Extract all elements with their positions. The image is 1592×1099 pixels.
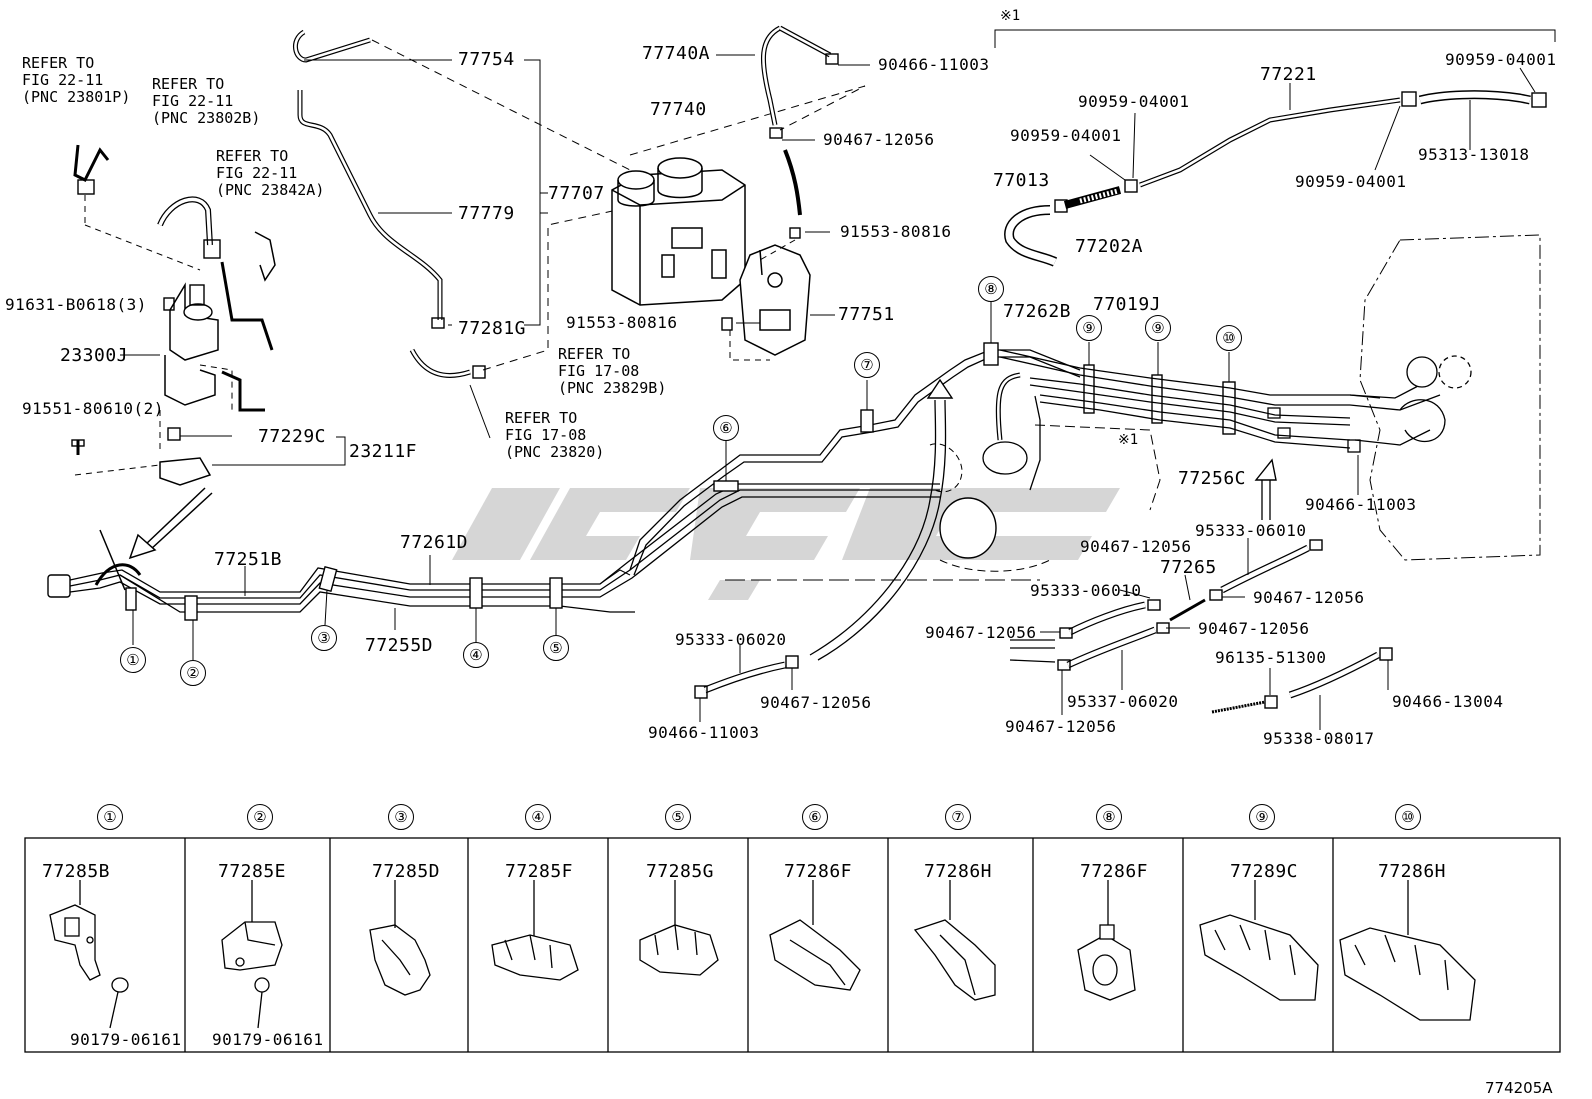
part-77019j[interactable]: 77019J [1093,294,1162,315]
part-90959-04001-d[interactable]: 90959-04001 [1295,172,1407,191]
note-mark-1: ※1 [1000,8,1021,24]
part-91631-b0618[interactable]: 91631-B0618(3) [5,295,147,314]
part-90467-12056-b[interactable]: 90467-12056 [1253,588,1365,607]
clamp-col-7-number: ⑦ [945,804,971,830]
part-23211f[interactable]: 23211F [349,441,418,462]
callout-8[interactable]: ⑧ [978,276,1004,302]
part-77779[interactable]: 77779 [458,203,515,224]
clamp-part-7[interactable]: 77286H [924,861,993,882]
part-77754[interactable]: 77754 [458,49,515,70]
callout-10[interactable]: ⑩ [1216,325,1242,351]
clamp-sketches [49,880,1476,1029]
part-77221[interactable]: 77221 [1260,64,1317,85]
part-90466-11003-top[interactable]: 90466-11003 [878,55,990,74]
callout-6[interactable]: ⑥ [713,415,739,441]
part-95337-06020[interactable]: 95337-06020 [1067,692,1179,711]
clamp-part-1[interactable]: 77285B [42,861,111,882]
clamp-part-6[interactable]: 77286F [784,861,853,882]
clamp-col-10-number: ⑩ [1395,804,1421,830]
clamp-nut-1[interactable]: 90179-06161 [70,1030,182,1049]
part-90959-04001-b[interactable]: 90959-04001 [1078,92,1190,111]
watermark-logo [452,488,1120,600]
part-95333-06010-b[interactable]: 95333-06010 [1030,581,1142,600]
clamp-part-4[interactable]: 77285F [505,861,574,882]
clamp-col-2-number: ② [247,804,273,830]
clamp-part-5[interactable]: 77285G [646,861,715,882]
main-pipe-bundle [47,483,940,613]
part-90959-04001-c[interactable]: 90959-04001 [1010,126,1122,145]
part-95338-08017[interactable]: 95338-08017 [1263,729,1375,748]
part-77265[interactable]: 77265 [1160,557,1217,578]
clamp-part-9[interactable]: 77289C [1230,861,1299,882]
canister-bracket [739,244,811,356]
part-91553-80816-a[interactable]: 91553-80816 [840,222,952,241]
tank-pipe-bundle [982,349,1472,491]
clamp-col-8-number: ⑧ [1096,804,1122,830]
part-95333-06010-a[interactable]: 95333-06010 [1195,521,1307,540]
clamp-col-9-number: ⑨ [1249,804,1275,830]
clamp-col-4-number: ④ [525,804,551,830]
part-77202a[interactable]: 77202A [1075,236,1144,257]
callout-5[interactable]: ⑤ [543,635,569,661]
callout-1[interactable]: ① [120,647,146,673]
part-77261d[interactable]: 77261D [400,532,469,553]
charcoal-canister [611,157,746,306]
clamp-col-5-number: ⑤ [665,804,691,830]
clamp-part-2[interactable]: 77285E [218,861,287,882]
part-77255d[interactable]: 77255D [365,635,434,656]
clamp-part-8[interactable]: 77286F [1080,861,1149,882]
clamp-table-grid [24,837,1561,1053]
part-91553-80816-b[interactable]: 91553-80816 [566,313,678,332]
part-90467-12056-f[interactable]: 90467-12056 [760,693,872,712]
part-90467-12056-c[interactable]: 90467-12056 [925,623,1037,642]
callout-9b[interactable]: ⑨ [1145,315,1171,341]
clamp-col-3-number: ③ [388,804,414,830]
part-90467-12056-a[interactable]: 90467-12056 [1080,537,1192,556]
part-77751[interactable]: 77751 [838,304,895,325]
part-96135-51300[interactable]: 96135-51300 [1215,648,1327,667]
callout-7[interactable]: ⑦ [854,352,880,378]
clamp-col-1-number: ① [97,804,123,830]
callout-4[interactable]: ④ [463,642,489,668]
part-95313-13018[interactable]: 95313-13018 [1418,145,1530,164]
part-77262b[interactable]: 77262B [1003,301,1072,322]
part-77707[interactable]: 77707 [548,183,605,204]
part-90467-12056-top[interactable]: 90467-12056 [823,130,935,149]
part-77256c[interactable]: 77256C [1178,468,1247,489]
part-77281g[interactable]: 77281G [458,318,527,339]
part-95333-06020[interactable]: 95333-06020 [675,630,787,649]
part-90466-13004[interactable]: 90466-13004 [1392,692,1504,711]
part-90467-12056-d[interactable]: 90467-12056 [1198,619,1310,638]
part-90466-11003-b[interactable]: 90466-11003 [648,723,760,742]
clamp-part-10[interactable]: 77286H [1378,861,1447,882]
part-90959-04001-a[interactable]: 90959-04001 [1445,50,1557,69]
part-91551-80610[interactable]: 91551-80610(2) [22,399,164,418]
clamp-nut-2[interactable]: 90179-06161 [212,1030,324,1049]
callout-2[interactable]: ② [180,660,206,686]
clamp-col-6-number: ⑥ [802,804,828,830]
callout-9a[interactable]: ⑨ [1076,315,1102,341]
figure-id: 774205A [1485,1079,1553,1097]
part-77740[interactable]: 77740 [650,99,707,120]
part-90466-11003-r[interactable]: 90466-11003 [1305,495,1417,514]
part-77229c[interactable]: 77229C [258,426,327,447]
part-77013[interactable]: 77013 [993,170,1050,191]
part-23300j[interactable]: 23300J [60,345,129,366]
callout-3[interactable]: ③ [311,625,337,651]
clamp-part-3[interactable]: 77285D [372,861,441,882]
part-77251b[interactable]: 77251B [214,549,283,570]
note-mark-2: ※1 [1118,432,1139,448]
part-77740a[interactable]: 77740A [642,43,711,64]
part-90467-12056-e[interactable]: 90467-12056 [1005,717,1117,736]
